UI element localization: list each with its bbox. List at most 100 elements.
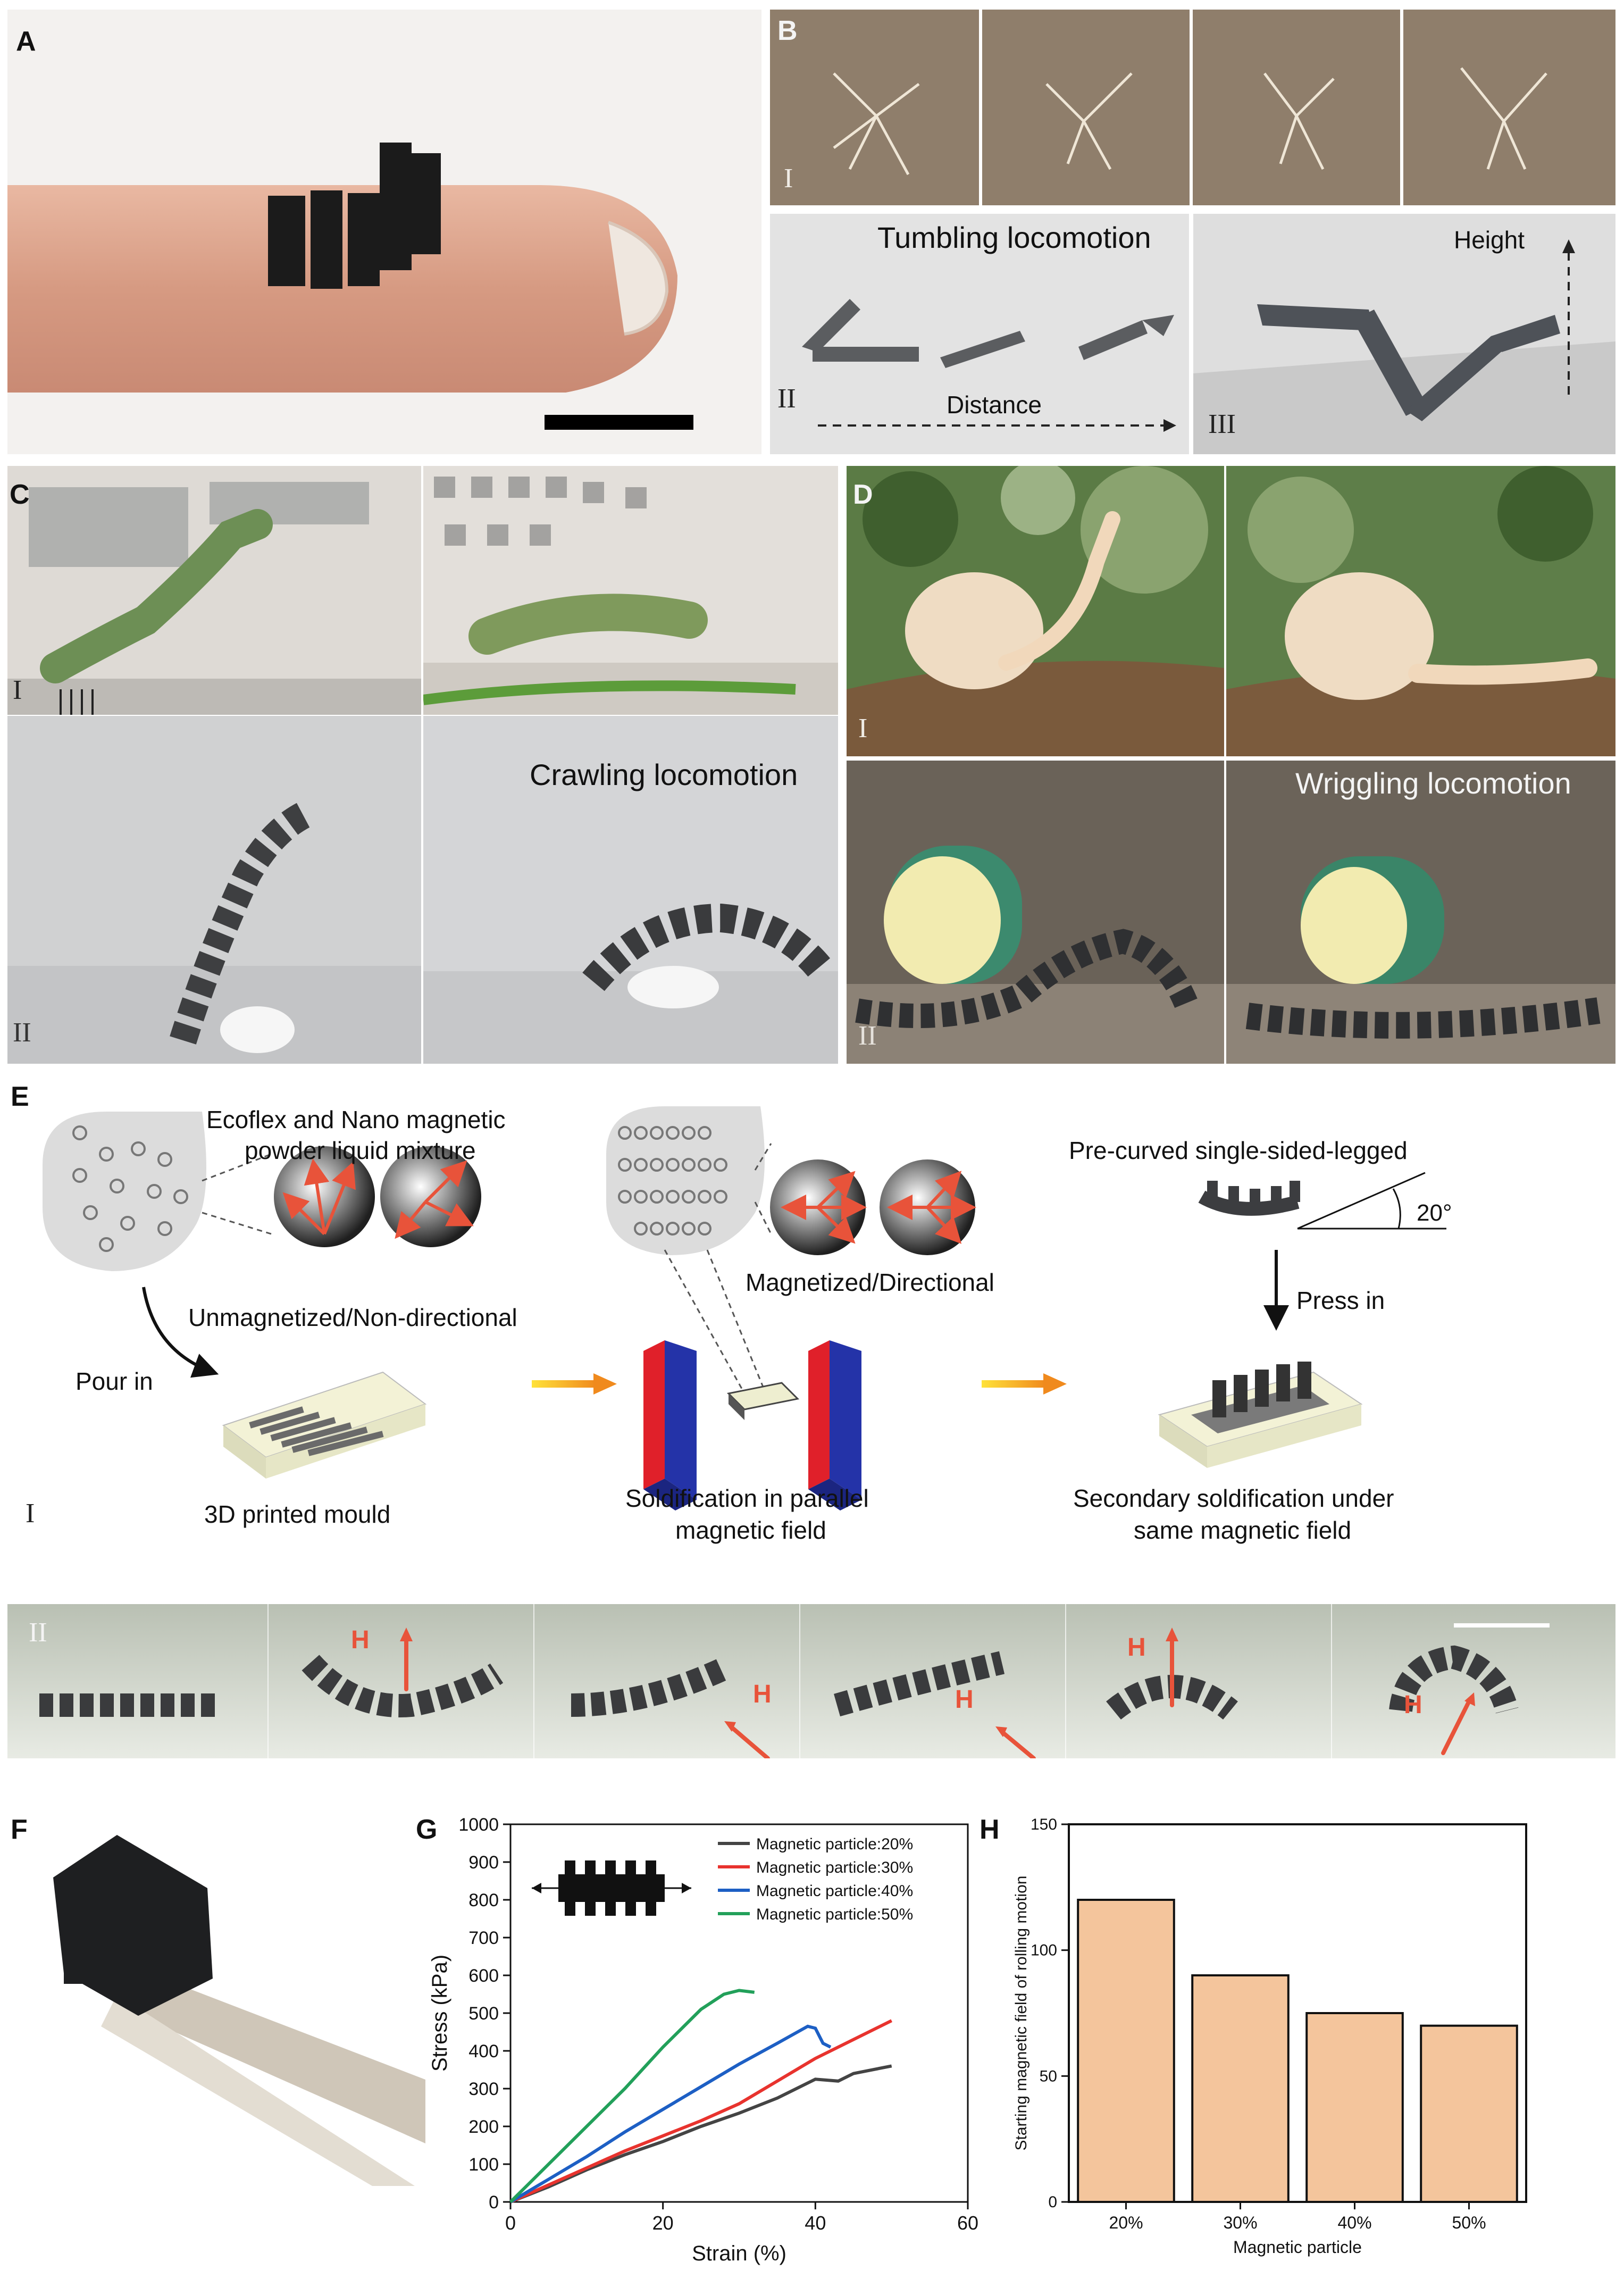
chart-h-xtick-label: 50% bbox=[1452, 2213, 1486, 2232]
chart-h-bar-2 bbox=[1191, 1974, 1290, 2203]
chart-h-xtick-label: 40% bbox=[1337, 2213, 1371, 2232]
distance-label: Distance bbox=[947, 391, 1042, 419]
magnetized-label: Magnetized/Directional bbox=[746, 1268, 994, 1296]
panel-c-caterpillar-photo-1 bbox=[7, 466, 421, 715]
crawling-robot-illustration-1 bbox=[7, 716, 421, 1064]
chart-g-specimen-leg bbox=[625, 1860, 636, 1916]
mixture-label-line2: powder liquid mixture bbox=[245, 1137, 476, 1164]
chart-g-xtick-label: 0 bbox=[505, 2212, 516, 2234]
panel-d-robot-photo-1 bbox=[847, 761, 1224, 1064]
field-label-4: H bbox=[1127, 1633, 1146, 1662]
chart-g-xtick-label: 60 bbox=[957, 2212, 978, 2234]
chart-h-bar-3 bbox=[1305, 2012, 1404, 2203]
chart-h-xtick-label: 20% bbox=[1109, 2213, 1143, 2232]
panel-d-letter: D bbox=[853, 479, 873, 510]
panel-b-roman-iii: III bbox=[1208, 409, 1236, 439]
chart-g-ytick-label: 200 bbox=[468, 2117, 499, 2137]
chart-h-xlabel: Magnetic particle bbox=[1233, 2238, 1362, 2257]
chart-h-bar-1 bbox=[1077, 1899, 1175, 2203]
wriggling-robot-illustration-2 bbox=[1226, 761, 1615, 1064]
chart-g-specimen-arrow-right bbox=[682, 1883, 691, 1893]
panel-g-letter: G bbox=[416, 1814, 438, 1845]
chart-h-ytick-label: 0 bbox=[1048, 2193, 1057, 2211]
panel-e-ii-strip bbox=[7, 1604, 1615, 1758]
chart-g-series-line-4 bbox=[509, 1989, 755, 2204]
tumbling-locomotion-label: Tumbling locomotion bbox=[877, 221, 1151, 254]
chart-h-frame bbox=[1068, 1823, 1527, 2203]
caterpillar-illustration-1 bbox=[7, 466, 421, 715]
chart-h-bar-4 bbox=[1420, 2024, 1518, 2203]
chart-g-xtick-label: 20 bbox=[652, 2212, 674, 2234]
height-label: Height bbox=[1454, 226, 1525, 254]
chart-g-legend-label-2: Magnetic particle:30% bbox=[756, 1859, 913, 1876]
panel-b-roman-ii: II bbox=[777, 383, 796, 414]
panel-e-roman-ii: II bbox=[29, 1617, 47, 1648]
spider-sequence-illustration bbox=[770, 10, 1615, 205]
field-label-2: H bbox=[753, 1680, 772, 1708]
panel-b-top-strip bbox=[770, 10, 1615, 205]
mould-with-robot bbox=[1158, 1362, 1363, 1468]
mixture-drop-unmagnetized bbox=[43, 1112, 206, 1271]
chart-g-legend-label-4: Magnetic particle:50% bbox=[756, 1906, 913, 1923]
snail-illustration-2 bbox=[1226, 466, 1615, 756]
chart-h-ytick-label: 50 bbox=[1040, 2067, 1057, 2085]
parallel-magnets bbox=[643, 1340, 861, 1510]
chart-g-legend-label-1: Magnetic particle:20% bbox=[756, 1835, 913, 1853]
snail-illustration-1 bbox=[847, 466, 1224, 756]
chart-g-ytick-label: 100 bbox=[468, 2155, 499, 2175]
chart-g-ytick-label: 700 bbox=[468, 1928, 499, 1948]
angle-label: 20° bbox=[1417, 1200, 1452, 1226]
fabrication-schematic bbox=[43, 1106, 1446, 1510]
panel-c-robot-photo-1 bbox=[7, 716, 421, 1064]
chart-h-ylabel: Starting magnetic field of rolling motio… bbox=[1012, 1876, 1030, 2151]
panel-e-letter: E bbox=[11, 1081, 29, 1112]
secondary-label-line1: Secondary soldification under bbox=[1073, 1484, 1394, 1512]
finger-with-robot-illustration bbox=[7, 143, 693, 430]
chart-g-series-line-2 bbox=[509, 2019, 893, 2204]
height-robot-illustration bbox=[1193, 214, 1615, 454]
chart-g-xlabel: Strain (%) bbox=[692, 2242, 786, 2265]
panel-d-roman-ii: II bbox=[858, 1021, 877, 1051]
panel-c-roman-i: I bbox=[13, 675, 22, 705]
panel-h-letter: H bbox=[980, 1814, 1000, 1845]
panel-c-robot-photo-2 bbox=[423, 716, 838, 1064]
pour-in-label: Pour in bbox=[76, 1367, 153, 1395]
panel-e-roman-i: I bbox=[26, 1498, 35, 1529]
tumbling-robot-illustration bbox=[770, 214, 1189, 454]
panel-d-snail-photo-2 bbox=[1226, 466, 1615, 756]
chart-g-series-line-3 bbox=[509, 2024, 832, 2204]
panel-b-roman-i: I bbox=[784, 163, 793, 194]
panel-b-letter: B bbox=[777, 15, 798, 46]
press-in-label: Press in bbox=[1296, 1287, 1385, 1314]
chart-g-ytick-label: 600 bbox=[468, 1966, 499, 1986]
chart-g-series-line-1 bbox=[509, 2064, 892, 2204]
panel-d-snail-photo-1 bbox=[847, 466, 1224, 756]
panel-f-photo bbox=[32, 1803, 425, 2186]
field-label-3: H bbox=[955, 1685, 974, 1714]
chart-g-xtick-label: 40 bbox=[805, 2212, 826, 2234]
stress-strain-chart: Magnetic particle:20% Magnetic particle:3… bbox=[428, 1815, 978, 2265]
crawling-locomotion-label: Crawling locomotion bbox=[530, 758, 798, 791]
chart-g-ylabel: Stress (kPa) bbox=[428, 1955, 451, 2072]
panel-c-roman-ii: II bbox=[13, 1017, 31, 1048]
chart-g-specimen-leg bbox=[585, 1860, 596, 1916]
panel-b-height-photo bbox=[1193, 214, 1615, 454]
field-label-5: H bbox=[1404, 1691, 1422, 1719]
chart-h-ytick-label: 100 bbox=[1031, 1942, 1057, 1959]
mould-3d-printed bbox=[222, 1371, 427, 1479]
chart-g-specimen-leg bbox=[565, 1860, 575, 1916]
panel-f-letter: F bbox=[11, 1814, 28, 1845]
tweezers-robot-illustration bbox=[53, 1835, 425, 2186]
crawling-robot-illustration-2 bbox=[423, 716, 838, 1064]
wriggling-robot-illustration-1 bbox=[847, 761, 1224, 1064]
wriggling-locomotion-label: Wriggling locomotion bbox=[1295, 766, 1571, 800]
chart-h-xtick-label: 30% bbox=[1223, 2213, 1257, 2232]
rolling-sequence-illustration bbox=[7, 1604, 1615, 1758]
chart-g-ytick-label: 500 bbox=[468, 2004, 499, 2024]
field-label-1: H bbox=[351, 1626, 370, 1654]
mixture-drop-magnetized bbox=[606, 1106, 765, 1255]
unmagnetized-label: Unmagnetized/Non-directional bbox=[188, 1304, 517, 1331]
chart-g-legend: Magnetic particle:20% Magnetic particle:3… bbox=[718, 1835, 913, 1923]
mixture-label-line1: Ecoflex and Nano magnetic bbox=[206, 1106, 506, 1133]
